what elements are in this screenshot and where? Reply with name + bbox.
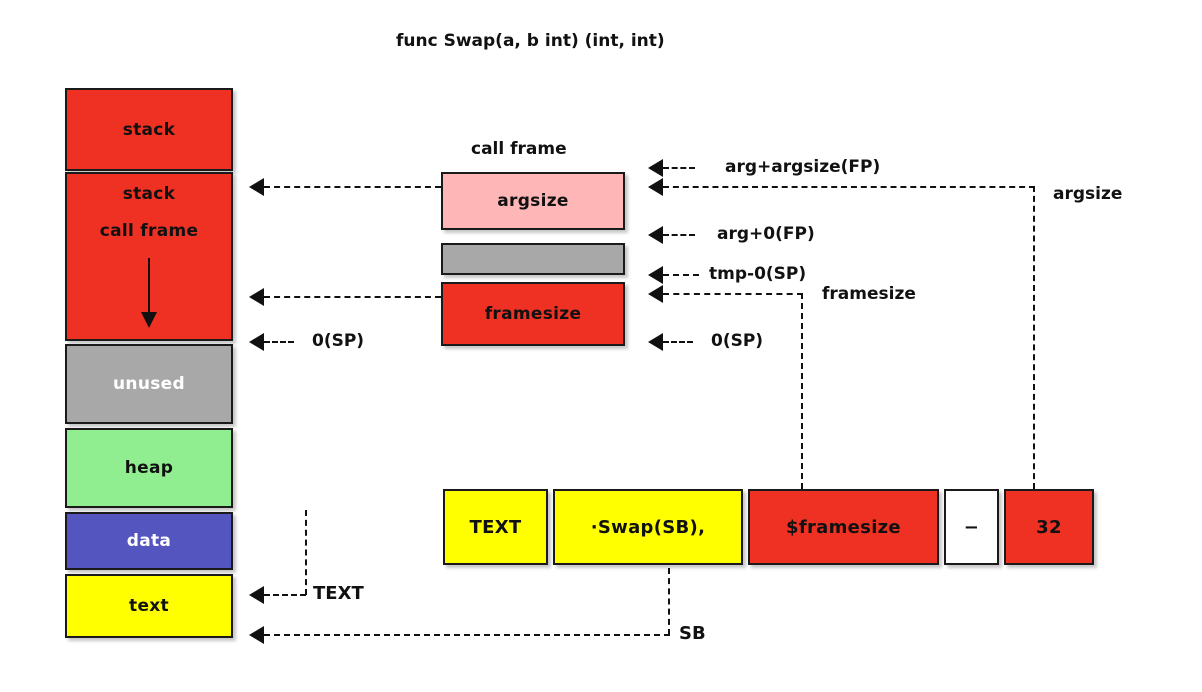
page-title: func Swap(a, b int) (int, int) xyxy=(396,31,665,51)
dash-sb-horizontal xyxy=(264,634,670,636)
dash-left-framesize-top xyxy=(264,296,441,298)
text-directive-cell-framesize: $framesize xyxy=(748,489,939,565)
dash-arg-zero-fp xyxy=(663,234,695,236)
dash-arg-argsize-fp xyxy=(663,167,695,169)
arrow-head-text-label xyxy=(249,586,264,604)
memory-block-heap: heap xyxy=(65,428,233,508)
text-directive-cell-text: TEXT xyxy=(443,489,548,565)
memory-block-heap-label: heap xyxy=(124,458,174,478)
text-directive-cell-minus-label: − xyxy=(963,516,980,538)
stack-growth-arrow-head xyxy=(141,312,157,328)
label-framesize-bracket: framesize xyxy=(822,284,916,304)
dash-call-frame-sp-zero xyxy=(663,341,693,343)
text-directive-cell-framesize-label: $framesize xyxy=(786,516,901,538)
dash-framesize-bracket-horizontal xyxy=(663,293,803,295)
memory-block-unused: unused xyxy=(65,344,233,424)
call-frame-block-argsize-label: argsize xyxy=(497,191,569,211)
arrow-head-argsize-bracket xyxy=(648,178,663,196)
memory-block-data-label: data xyxy=(126,531,172,551)
memory-block-unused-label: unused xyxy=(113,374,185,394)
text-directive-cell-minus: − xyxy=(944,489,999,565)
dash-argsize-bracket-vertical xyxy=(1033,186,1035,489)
arrow-head-tmp-zero-sp xyxy=(648,266,663,284)
label-arg-argsize-fp: arg+argsize(FP) xyxy=(725,157,881,177)
text-directive-cell-text-label: TEXT xyxy=(469,516,522,538)
dash-tmp-zero-sp xyxy=(663,274,699,276)
memory-block-stack-call-frame-label-1: stack xyxy=(122,184,176,204)
memory-block-stack: stack xyxy=(65,88,233,171)
stack-growth-arrow-shaft xyxy=(148,258,150,316)
label-bottom-text: TEXT xyxy=(313,583,364,604)
label-argsize-bracket: argsize xyxy=(1053,184,1123,204)
dash-sb-vertical xyxy=(668,568,670,635)
arrow-head-left-sp-zero xyxy=(249,333,264,351)
dash-text-label-horizontal xyxy=(264,594,306,596)
dash-framesize-bracket-vertical xyxy=(801,293,803,489)
call-frame-block-unnamed-gray xyxy=(441,243,625,275)
label-tmp-zero-sp: tmp-0(SP) xyxy=(709,264,807,284)
memory-block-stack-call-frame-label-2: call frame xyxy=(99,221,199,241)
arrow-head-arg-argsize-fp xyxy=(648,159,663,177)
label-call-frame-sp-zero: 0(SP) xyxy=(711,331,764,351)
text-directive-cell-argsize-value-label: 32 xyxy=(1036,516,1062,538)
memory-block-data: data xyxy=(65,512,233,570)
arrow-head-arg-zero-fp xyxy=(648,226,663,244)
label-left-sp-zero: 0(SP) xyxy=(312,331,365,351)
arrow-head-left-argsize-top xyxy=(249,178,264,196)
dash-left-sp-zero xyxy=(264,341,294,343)
label-arg-zero-fp: arg+0(FP) xyxy=(717,224,815,244)
dash-argsize-bracket-horizontal xyxy=(663,186,1035,188)
text-directive-cell-symbol: ·Swap(SB), xyxy=(553,489,743,565)
text-directive-cell-argsize-value: 32 xyxy=(1004,489,1094,565)
label-bottom-sb: SB xyxy=(679,623,706,644)
call-frame-heading: call frame xyxy=(471,139,567,159)
memory-block-text: text xyxy=(65,574,233,638)
call-frame-block-framesize-label: framesize xyxy=(484,304,582,324)
call-frame-block-argsize: argsize xyxy=(441,172,625,230)
arrow-head-sb xyxy=(249,626,264,644)
call-frame-block-framesize: framesize xyxy=(441,282,625,346)
dash-text-label-vertical xyxy=(305,510,307,595)
arrow-head-call-frame-sp-zero xyxy=(648,333,663,351)
memory-block-text-label: text xyxy=(129,596,169,616)
arrow-head-left-framesize-top xyxy=(249,288,264,306)
text-directive-cell-symbol-label: ·Swap(SB), xyxy=(590,516,706,538)
dash-left-argsize-top xyxy=(264,186,441,188)
memory-block-stack-label: stack xyxy=(122,119,176,140)
arrow-head-framesize-bracket xyxy=(648,285,663,303)
